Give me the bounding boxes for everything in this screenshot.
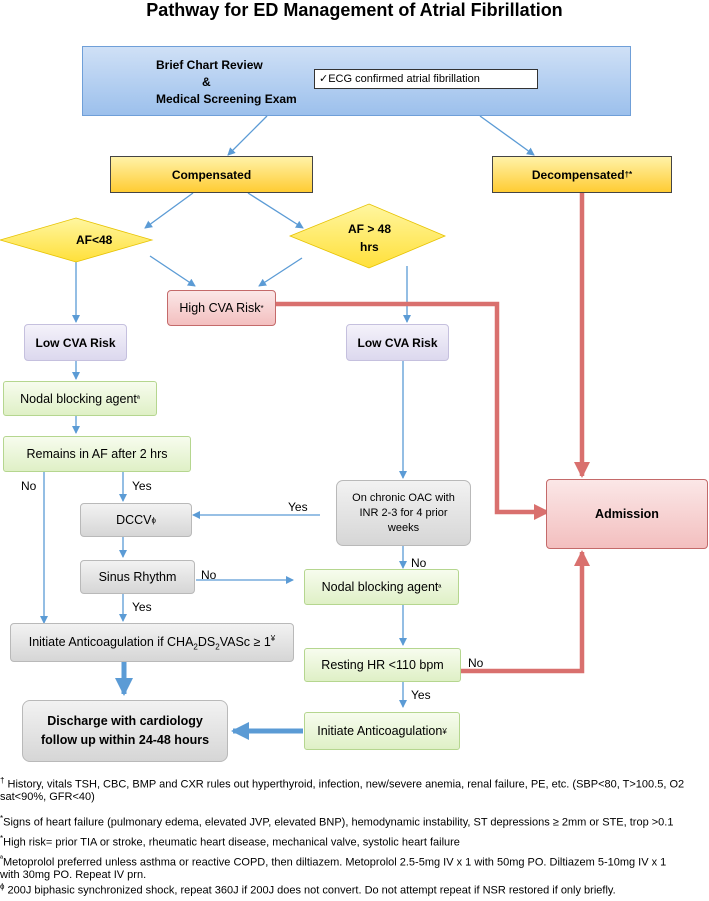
label-yes-chronic: Yes (288, 500, 308, 514)
label-no-resting: No (468, 656, 484, 670)
arrow-resting-no-to-admission (461, 550, 590, 674)
arrow-afgt48-to-highcva (258, 257, 303, 287)
high-cva-risk-box: High CVA Risk* (167, 290, 276, 326)
arrow-highcva-to-admission (276, 301, 550, 520)
page-title: Pathway for ED Management of Atrial Fibr… (146, 0, 563, 20)
chart-review-text: Brief Chart Review & Medical Screening E… (156, 58, 297, 106)
af-gt-48-diamond (288, 203, 447, 269)
af-lt-48-label: AF<48 (76, 233, 113, 247)
footnote-1: † History, vitals TSH, CBC, BMP and CXR … (0, 776, 685, 791)
label-no-remains: No (21, 479, 37, 493)
footnote-4: ªMetoprolol preferred unless asthma or r… (0, 854, 667, 869)
arrow-top-to-compensated (227, 115, 268, 156)
check-icon: ✓ (319, 73, 329, 85)
footnote-5: ɸ 200J biphasic synchronized shock, repe… (0, 882, 616, 897)
initiate-anticoag-left: Initiate Anticoagulation if CHA2DS2VASc … (10, 623, 294, 662)
footnote-1-cont: sat<90%, GFR<40) (0, 791, 95, 803)
af-lt-48-diamond (0, 217, 154, 263)
arrow-comp-to-afgt48 (247, 192, 304, 229)
chart-review-box: Brief Chart Review & Medical Screening E… (82, 46, 631, 116)
arrow-top-to-decompensated (479, 115, 535, 156)
label-yes-remains: Yes (132, 479, 152, 493)
af-gt-48-label-2: hrs (360, 240, 379, 254)
label-yes-sinus: Yes (132, 600, 152, 614)
ecg-check-box: ✓ECG confirmed atrial fibrillation (314, 69, 538, 89)
low-cva-risk-right: Low CVA Risk (346, 324, 449, 361)
compensated-box: Compensated (110, 156, 313, 193)
footnote-2: *Signs of heart failure (pulmonary edema… (0, 814, 674, 829)
af-gt-48-label-1: AF > 48 (348, 222, 392, 236)
low-cva-risk-left: Low CVA Risk (24, 324, 127, 361)
label-yes-resting: Yes (411, 688, 431, 702)
arrow-af48-to-highcva (149, 255, 196, 287)
admission-box: Admission (546, 479, 708, 549)
chronic-oac-box: On chronic OAC with INR 2-3 for 4 prior … (336, 480, 471, 546)
discharge-box: Discharge with cardiology follow up with… (22, 700, 228, 762)
initiate-anticoag-right: Initiate Anticoagulation¥ (304, 712, 460, 750)
label-no-sinus: No (201, 568, 217, 582)
label-no-chronic: No (411, 556, 427, 570)
remains-af-box: Remains in AF after 2 hrs (3, 436, 191, 472)
footnote-4-cont: with 30mg PO. Repeat IV prn. (0, 869, 147, 881)
sinus-rhythm-box: Sinus Rhythm (80, 560, 195, 594)
decompensated-box: Decompensated†* (492, 156, 672, 193)
footnote-3: *High risk= prior TIA or stroke, rheumat… (0, 834, 460, 849)
resting-hr-box: Resting HR <110 bpm (304, 648, 461, 682)
arrow-comp-to-af48 (144, 192, 194, 229)
